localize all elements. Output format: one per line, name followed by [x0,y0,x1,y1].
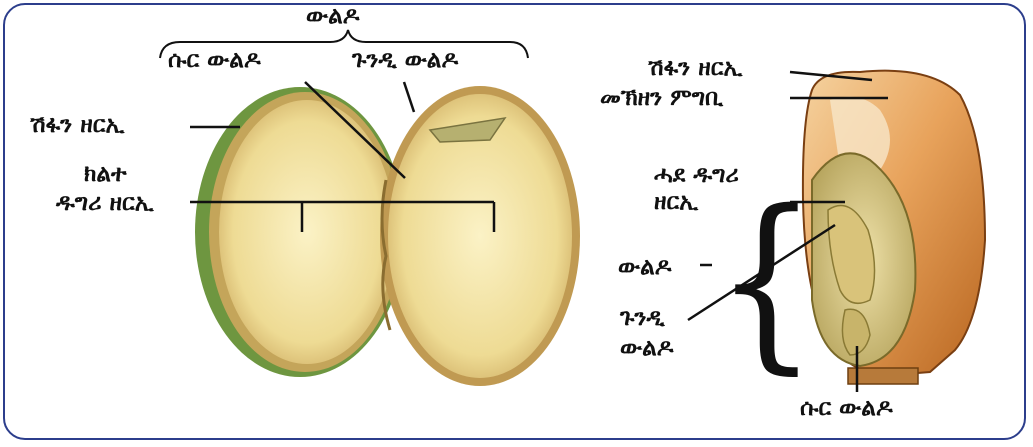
label-radicle-maize: ሱር ውልዶ [800,396,893,421]
label-plumule-maize-line1: ጉንዲ [620,306,665,331]
bean-left-half [195,87,405,377]
label-one-cotyledon-line2: ዘርኢ [654,190,698,215]
label-two-cotyledons-line2: ዱግሪ ዘርኢ [56,191,154,216]
label-seed-coat-bean: ሽፋን ዘርኢ [30,113,124,138]
embryo-brace: { [715,186,818,376]
bean-right-half [380,86,580,386]
label-radicle: ሱር ውልዶ [168,48,261,73]
label-embryo-maize: ውልዶ [618,255,671,280]
label-two-cotyledons-line1: ክልተ [84,162,127,187]
label-embryo-top: ውልዶ [306,4,359,29]
label-seed-coat-maize: ሽፋን ዘርኢ [648,56,742,81]
label-endosperm: መኽዘን ምግቢ [600,86,723,111]
label-plumule: ጉንዲ ውልዶ [352,48,458,73]
label-plumule-maize-line2: ውልዶ [620,336,673,361]
